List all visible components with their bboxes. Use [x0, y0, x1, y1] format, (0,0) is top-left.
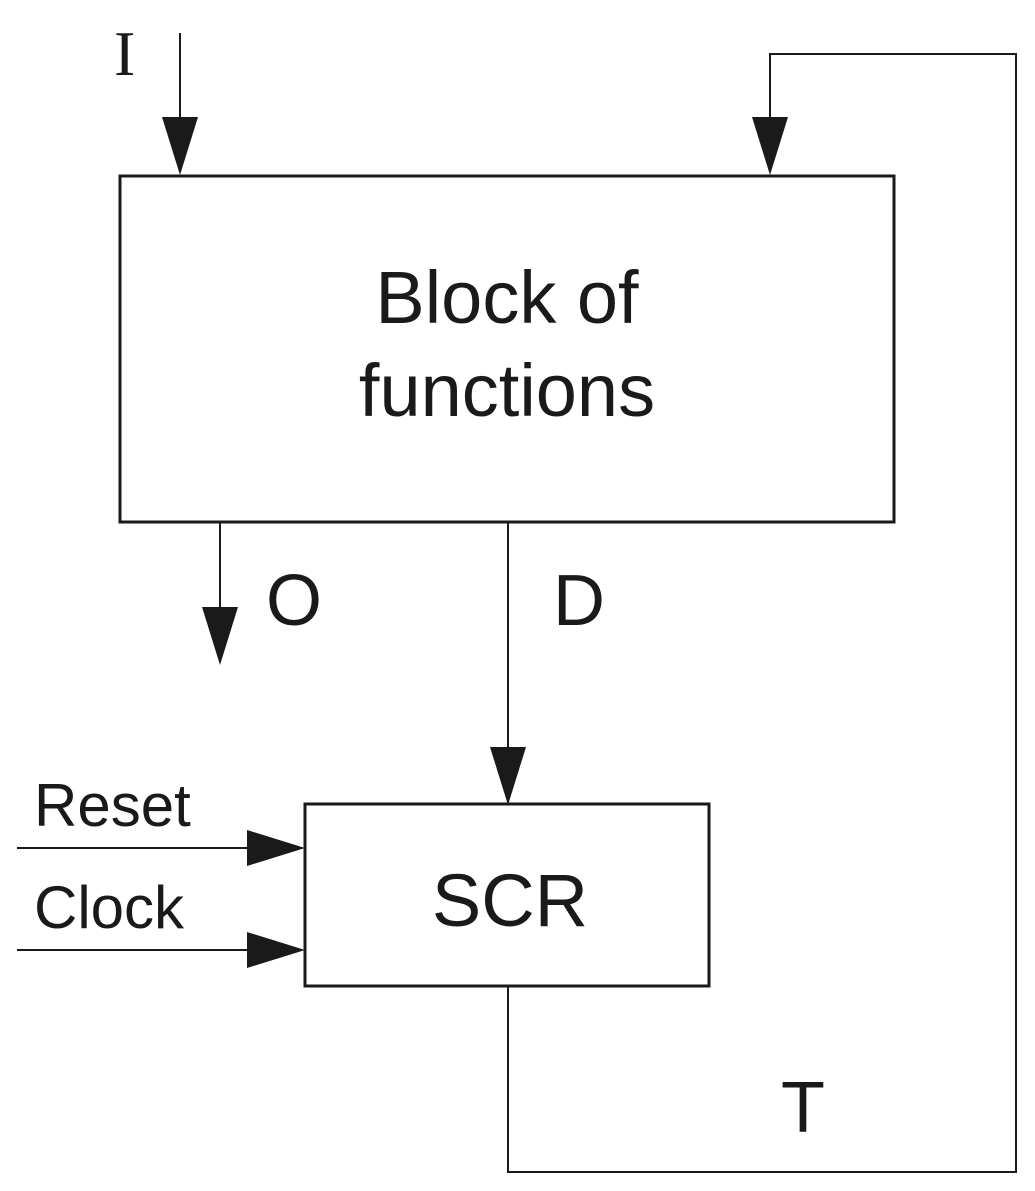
input-connector: [162, 33, 198, 175]
data-label: D: [553, 561, 605, 641]
output-label: O: [266, 561, 322, 641]
reset-label: Reset: [34, 772, 191, 839]
data-arrowhead: [490, 747, 526, 805]
output-arrowhead: [202, 607, 238, 665]
clock-arrowhead: [247, 932, 305, 968]
feedback-connector: [507, 53, 1017, 1173]
reset-connector: [17, 830, 305, 866]
register-block: SCR: [303, 802, 711, 988]
register-block-label: SCR: [432, 859, 588, 942]
clock-connector: [17, 932, 305, 968]
data-connector: [490, 522, 526, 805]
reset-arrowhead: [247, 830, 305, 866]
input-arrowhead: [162, 117, 198, 175]
output-connector: [202, 522, 238, 665]
clock-label: Clock: [34, 874, 185, 941]
register-block-frame: [303, 802, 711, 988]
function-block-label-line2: functions: [359, 349, 655, 432]
function-block-label-line1: Block of: [375, 256, 639, 339]
input-label: I: [114, 18, 135, 89]
feedback-label: T: [781, 1068, 825, 1148]
feedback-arrowhead: [752, 117, 788, 175]
function-block: Block of functions: [118, 174, 896, 524]
feedback-wire: [507, 53, 1017, 1173]
